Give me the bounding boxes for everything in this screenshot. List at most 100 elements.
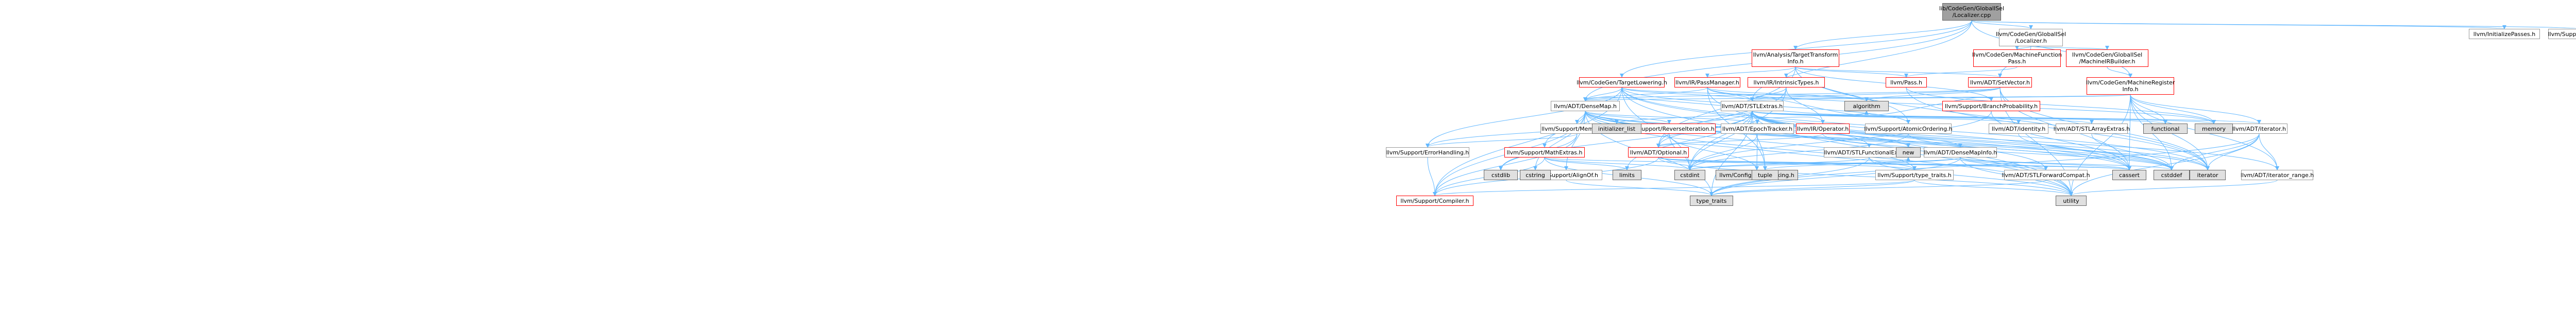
- edge-typetraits-to-compiler: [1433, 180, 1915, 196]
- node-iterrange[interactable]: llvm/ADT/iterator_range.h: [2241, 170, 2314, 180]
- node-root[interactable]: lib/CodeGen/GlobalISel /Localizer.cpp: [1939, 3, 2004, 21]
- edge-atomic-to-cstddef: [1908, 133, 2174, 170]
- edge-densemap-to-reverseiter: [1585, 111, 1671, 124]
- node-errhandling[interactable]: llvm/Support/ErrorHandling.h: [1386, 147, 1469, 157]
- node-mathextras[interactable]: llvm/Support/MathExtras.h: [1504, 147, 1585, 157]
- edge-optional-to-stlfwd: [1658, 157, 2048, 170]
- edge-branchprob-to-cstdint: [1688, 111, 1992, 170]
- node-stlextras[interactable]: llvm/ADT/STLExtras.h: [1721, 101, 1784, 111]
- edge-mathextras-to-limits: [1544, 157, 1629, 170]
- edge-stlextras-to-cstdlib: [1499, 111, 1753, 170]
- edge-stlextras-to-tuple: [1752, 111, 1767, 170]
- edge-passmgr-to-densemap: [1583, 87, 1708, 101]
- edge-irop-to-optional: [1656, 133, 1823, 148]
- node-tti[interactable]: llvm/Analysis/TargetTransform Info.h: [1752, 49, 1839, 67]
- node-compiler[interactable]: llvm/Support/Compiler.h: [1396, 196, 1473, 206]
- node-pass[interactable]: llvm/Pass.h: [1886, 77, 1927, 87]
- node-cstring: cstring: [1520, 170, 1551, 180]
- edge-iterator-to-utility: [2069, 133, 2260, 196]
- edge-stlextras-to-stlfwd: [1752, 111, 2048, 170]
- edge-memalloc-to-errhandling: [1426, 133, 1578, 148]
- edge-mfpass-to-pass: [1904, 66, 2018, 78]
- edge-stlextras-to-initlist: [1615, 111, 1753, 124]
- node-irop[interactable]: llvm/IR/Operator.h: [1796, 124, 1850, 134]
- node-algorithm: algorithm: [1844, 101, 1889, 111]
- edge-passmgr-to-algorithm: [1707, 87, 1869, 101]
- edge-localizer-to-mirbuilder: [2030, 45, 2109, 50]
- edge-stlextras-to-memory: [1752, 111, 2216, 124]
- edge-mri-to-stlextras: [1750, 94, 2131, 101]
- node-reverseiter[interactable]: llvm/Support/ReverseIteration.h: [1623, 124, 1716, 134]
- node-intrtypes[interactable]: llvm/IR/IntrinsicTypes.h: [1748, 77, 1825, 87]
- edge-alignof-to-type_traits: [1566, 180, 1714, 196]
- node-utility: utility: [2056, 196, 2087, 206]
- node-iteratorstd: iterator: [2190, 170, 2226, 180]
- node-mri[interactable]: llvm/CodeGen/MachineRegister Info.h: [2086, 77, 2175, 95]
- edge-branchprob-to-cassert: [1991, 111, 2131, 170]
- edge-iterator-to-cstddef: [2170, 133, 2260, 170]
- edge-stlfwd-to-type_traits: [1709, 180, 2046, 196]
- edge-root-to-localizer: [1971, 20, 2033, 29]
- edge-mri-to-cassert: [2127, 94, 2132, 170]
- edge-reverseiter-to-abibreaking: [1669, 133, 1759, 170]
- node-setvector[interactable]: llvm/ADT/SetVector.h: [1968, 77, 2032, 87]
- edge-stlextras-to-identity: [1752, 111, 2021, 124]
- node-debug[interactable]: llvm/Support/Debug.h: [2548, 29, 2576, 39]
- edge-irop-to-stlextras: [1750, 111, 1823, 124]
- edge-stlextras-to-stlarray: [1752, 111, 2094, 124]
- node-mfpass[interactable]: llvm/CodeGen/MachineFunction Pass.h: [1972, 49, 2062, 67]
- edge-stlextras-to-limits: [1625, 111, 1753, 170]
- node-iterator[interactable]: llvm/ADT/iterator.h: [2231, 124, 2287, 134]
- edge-densemap-to-cstddef: [1585, 111, 2174, 170]
- node-stlarray[interactable]: llvm/ADT/STLArrayExtras.h: [2054, 124, 2130, 134]
- edge-densemapinfo-to-cstdint: [1688, 157, 1961, 170]
- node-identity[interactable]: llvm/ADT/identity.h: [1989, 124, 2048, 134]
- edge-densemap-to-epochtracker: [1585, 111, 1759, 124]
- edge-pass-to-memory: [1906, 87, 2216, 124]
- node-stlfunc[interactable]: llvm/ADT/STLFunctionalExtras.h: [1824, 147, 1914, 157]
- edge-branchprob-to-algorithm: [1865, 97, 1992, 115]
- node-tuple: tuple: [1752, 170, 1778, 180]
- edge-stlextras-to-iteratorstd: [1752, 111, 2210, 170]
- edge-tti-to-passmgr: [1705, 66, 1796, 78]
- node-typetraits[interactable]: llvm/Support/type_traits.h: [1875, 170, 1954, 180]
- node-localizer[interactable]: llvm/CodeGen/GlobalISel /Localizer.h: [1996, 29, 2066, 46]
- edge-stlextras-to-cassert: [1752, 111, 2131, 170]
- edge-root-to-init: [1971, 20, 2506, 29]
- node-densemapinfo[interactable]: llvm/ADT/DenseMapInfo.h: [1924, 147, 1997, 157]
- node-densemap[interactable]: llvm/ADT/DenseMap.h: [1551, 101, 1620, 111]
- edge-mri-to-iterator: [2130, 94, 2261, 124]
- edge-tti-to-setvector: [1795, 66, 2002, 78]
- node-cstdlib: cstdlib: [1484, 170, 1518, 180]
- edge-tlowering-to-stlextras: [1621, 87, 1754, 101]
- edge-localizer-to-mfpass: [2015, 45, 2031, 50]
- edge-densemap-to-typetraits: [1585, 111, 1917, 170]
- edge-tlowering-to-algorithm: [1621, 87, 1869, 101]
- node-passmgr[interactable]: llvm/IR/PassManager.h: [1674, 77, 1740, 87]
- edge-stlextras-to-iterrange: [1752, 111, 2279, 170]
- edge-epochtracker-to-cstdint: [1688, 133, 1758, 170]
- node-cstddef: cstddef: [2154, 170, 2190, 180]
- edge-setvector-to-algorithm: [1865, 87, 2001, 101]
- edge-iterator-to-type_traits: [1709, 133, 2260, 196]
- edge-optional-to-new: [1658, 143, 1910, 162]
- node-optional[interactable]: llvm/ADT/Optional.h: [1628, 147, 1689, 157]
- edge-atomic-to-cstdint: [1688, 133, 1909, 170]
- node-new: new: [1896, 147, 1921, 157]
- edge-mri-to-densemap: [1584, 94, 2131, 101]
- edge-iterator-to-iterrange: [2259, 133, 2279, 170]
- edge-mri-to-functional: [2130, 94, 2167, 124]
- edge-root-to-debug: [1971, 20, 2576, 29]
- node-tlowering[interactable]: llvm/CodeGen/TargetLowering.h: [1577, 77, 1667, 87]
- node-stlfwd[interactable]: llvm/ADT/STLForwardCompat.h: [2002, 170, 2090, 180]
- node-mirbuilder[interactable]: llvm/CodeGen/GlobalISel /MachineIRBuilde…: [2066, 49, 2148, 67]
- node-branchprob[interactable]: llvm/Support/BranchProbability.h: [1942, 101, 2040, 111]
- node-atomic[interactable]: llvm/Support/AtomicOrdering.h: [1864, 124, 1953, 134]
- edge-typetraits-to-type_traits: [1709, 180, 1915, 196]
- node-epochtracker[interactable]: llvm/ADT/EpochTracker.h: [1721, 124, 1794, 134]
- node-init[interactable]: llvm/InitializePasses.h: [2469, 29, 2540, 39]
- edge-stlextras-to-algorithm: [1752, 97, 1869, 115]
- edge-root-to-tti: [1793, 20, 1972, 50]
- node-functional: functional: [2143, 124, 2188, 134]
